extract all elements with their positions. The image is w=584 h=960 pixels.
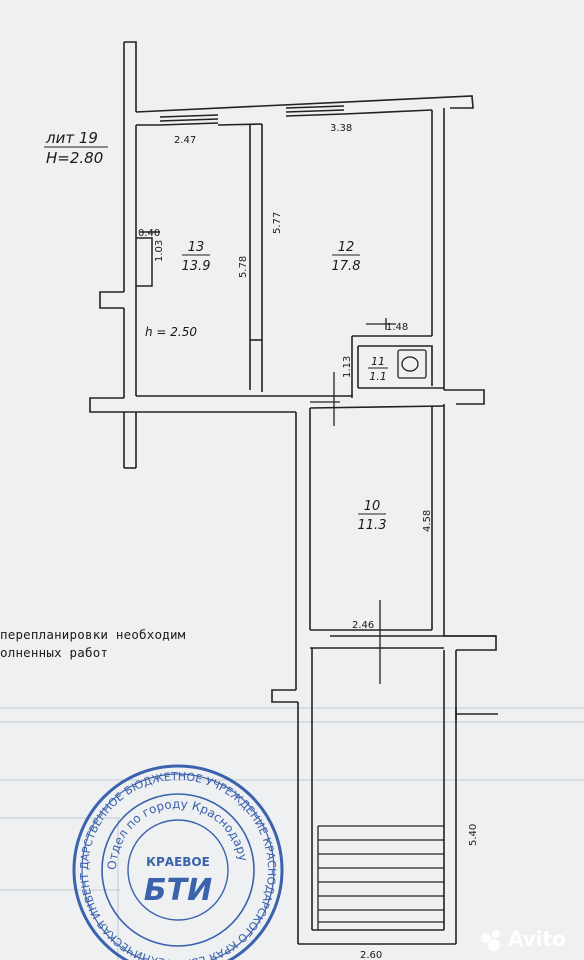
dim-room13-width: 2.47 bbox=[174, 135, 196, 146]
note-line-1: перепланировки необходим bbox=[0, 627, 186, 642]
room-13-number: 13 bbox=[188, 240, 205, 255]
room-11-area: 1.1 bbox=[369, 370, 387, 383]
dim-stair-length: 5.40 bbox=[468, 824, 479, 846]
dim-room12-width: 3.38 bbox=[330, 123, 352, 134]
ceiling-height-note: h = 2.50 bbox=[145, 325, 197, 339]
room-10-area: 11.3 bbox=[358, 518, 387, 533]
dim-room11-width: 1.48 bbox=[386, 322, 408, 333]
paper-lines bbox=[0, 707, 584, 960]
dim-room11-length: 1.13 bbox=[342, 356, 353, 378]
room-10-number: 10 bbox=[364, 499, 381, 514]
walls bbox=[89, 41, 498, 945]
height-label: H=2.80 bbox=[46, 149, 103, 167]
niche bbox=[136, 231, 160, 287]
dim-room13-length: 5.78 bbox=[238, 256, 249, 278]
stairs bbox=[317, 825, 444, 930]
room-13-label: 13 13.9 bbox=[182, 240, 211, 274]
lit-label: лит 19 bbox=[45, 129, 98, 147]
dim-niche-depth: 1.03 bbox=[154, 240, 165, 262]
note-line-2: олненных работ bbox=[0, 645, 109, 660]
room-12-area: 17.8 bbox=[332, 259, 361, 274]
avito-watermark: Avito bbox=[481, 927, 566, 951]
room-12-number: 12 bbox=[338, 240, 355, 255]
dim-room10-length: 4.58 bbox=[422, 510, 433, 532]
bti-stamp: ДАРСТВЕННОЕ БЮДЖЕТНОЕ УЧРЕЖДЕНИЕ КРАСНОД… bbox=[0, 0, 284, 960]
toilet-icon bbox=[397, 349, 427, 379]
dim-niche-width: 0.40 bbox=[138, 228, 160, 239]
room-13-area: 13.9 bbox=[182, 259, 211, 274]
room-11-label: 11 1.1 bbox=[368, 355, 388, 383]
stamp-logo-main: БТИ bbox=[144, 873, 212, 908]
room-12-label: 12 17.8 bbox=[332, 240, 361, 274]
avito-text: Avito bbox=[508, 927, 566, 951]
stamp-logo-top: КРАЕВОЕ bbox=[146, 855, 210, 869]
dim-stair-width: 2.60 bbox=[360, 950, 382, 960]
door-marks bbox=[310, 318, 396, 684]
room-10-label: 10 11.3 bbox=[358, 499, 387, 533]
room-11-number: 11 bbox=[371, 355, 385, 368]
dim-room12-length: 5.77 bbox=[272, 212, 283, 234]
dim-room10-width: 2.46 bbox=[352, 620, 374, 631]
